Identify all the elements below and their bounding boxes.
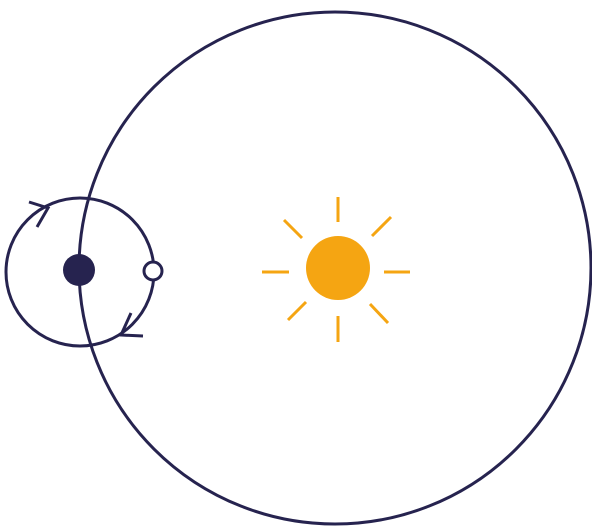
sun-ray xyxy=(372,217,391,236)
moon-dot xyxy=(144,262,162,280)
sun-icon xyxy=(262,197,410,342)
planet-dot xyxy=(63,254,95,286)
sun-ray xyxy=(284,220,302,238)
sun-ray xyxy=(370,304,388,323)
sun-ray xyxy=(288,302,306,320)
sun-core xyxy=(306,236,370,300)
